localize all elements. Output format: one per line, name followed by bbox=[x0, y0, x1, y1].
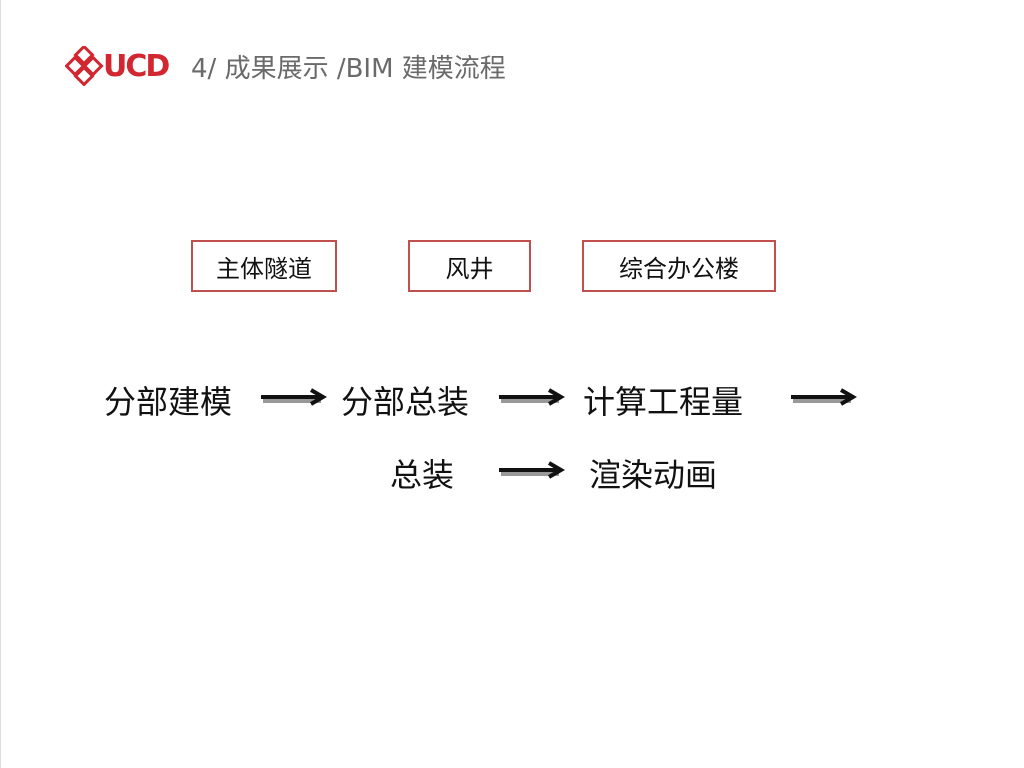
arrow-right-icon bbox=[791, 388, 857, 406]
category-box-ventilation-shaft: 风井 bbox=[408, 240, 531, 292]
flow-step-quantity-calculation: 计算工程量 bbox=[583, 383, 744, 421]
flow-step-render-animation: 渲染动画 bbox=[589, 456, 718, 494]
arrow-right-icon bbox=[499, 388, 565, 406]
logo-mark-icon bbox=[65, 46, 104, 86]
page-title: 4/ 成果展示 /BIM 建模流程 bbox=[191, 54, 506, 84]
arrow-right-icon bbox=[261, 388, 327, 406]
category-box-main-tunnel: 主体隧道 bbox=[191, 240, 337, 292]
category-box-office-building: 综合办公楼 bbox=[582, 240, 776, 292]
flow-step-partial-modeling: 分部建模 bbox=[104, 383, 233, 421]
arrow-right-icon bbox=[499, 461, 565, 479]
logo-text: UCD bbox=[103, 49, 170, 84]
logo: UCD bbox=[65, 46, 181, 90]
flow-step-partial-assembly: 分部总装 bbox=[341, 383, 470, 421]
flow-step-assembly: 总装 bbox=[390, 456, 455, 494]
